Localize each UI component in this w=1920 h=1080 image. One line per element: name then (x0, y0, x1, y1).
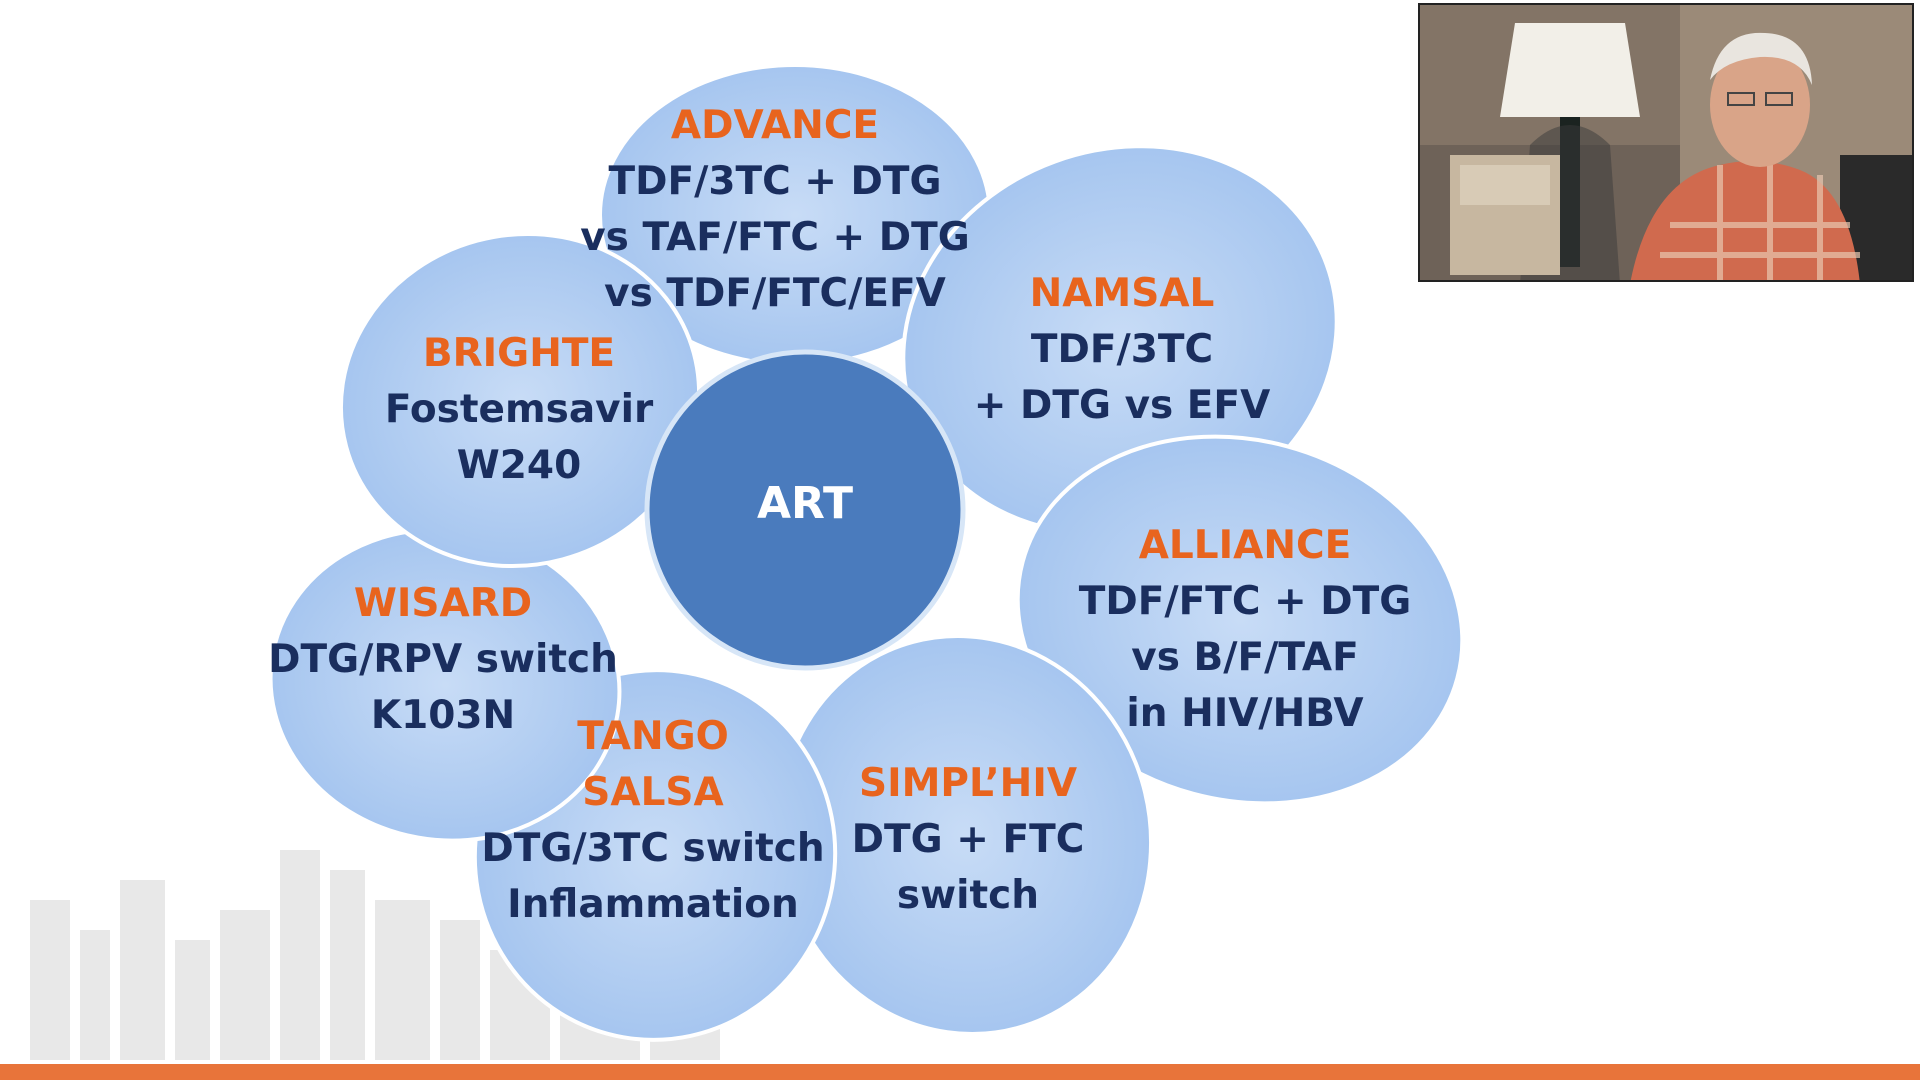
petal-title: ALLIANCE (1138, 523, 1352, 568)
petal-title: TANGO (577, 714, 729, 759)
petal-title: NAMSAL (1029, 271, 1215, 316)
center-label: ART (757, 478, 853, 529)
petal-text-line: switch (896, 873, 1040, 918)
petal-title: BRIGHTE (422, 331, 616, 376)
petal-text-line: vs TDF/FTC/EFV (604, 271, 946, 316)
petal-title-second: SALSA (582, 770, 724, 815)
petal-brighte (338, 231, 702, 569)
petal-text-line: + DTG vs EFV (973, 383, 1271, 428)
petal-text-line: TDF/FTC + DTG (1078, 579, 1412, 624)
petal-text-line: TDF/3TC (1030, 327, 1214, 372)
petal-alliance (1015, 434, 1465, 806)
petal-text-line: in HIV/HBV (1126, 691, 1364, 736)
petal-text-line: DTG/3TC switch (481, 826, 825, 871)
petal-text-line: DTG/RPV switch (268, 637, 618, 682)
petal-label-simplhiv: SIMPL’HIV DTG + FTC switch (852, 756, 1085, 924)
petal-text-line: vs B/F/TAF (1131, 635, 1359, 680)
petal-title: SIMPL’HIV (858, 761, 1078, 806)
petal-text-line: TDF/3TC + DTG (608, 159, 942, 204)
petal-title: WISARD (353, 581, 533, 626)
petal-text-line: K103N (370, 693, 516, 738)
bottom-accent-bar (0, 1064, 1920, 1080)
speaker-webcam-icon (1418, 3, 1914, 282)
center-circle (644, 349, 966, 671)
petal-text-line: Inflammation (507, 882, 799, 927)
petal-text-line: DTG + FTC (851, 817, 1085, 862)
petal-title: ADVANCE (670, 103, 880, 148)
petal-label-alliance: ALLIANCE TDF/FTC + DTG vs B/F/TAF in HIV/HB… (1079, 518, 1412, 742)
petal-text-line: W240 (456, 443, 582, 488)
petal-text-line: vs TAF/FTC + DTG (580, 215, 970, 260)
petal-label-namsal: NAMSAL TDF/3TC + DTG vs EFV (974, 266, 1271, 434)
petal-label-advance: ADVANCE TDF/3TC + DTG vs TAF/FTC + DTG vs T… (580, 98, 970, 322)
petal-text-line: Fostemsavir (384, 387, 654, 432)
